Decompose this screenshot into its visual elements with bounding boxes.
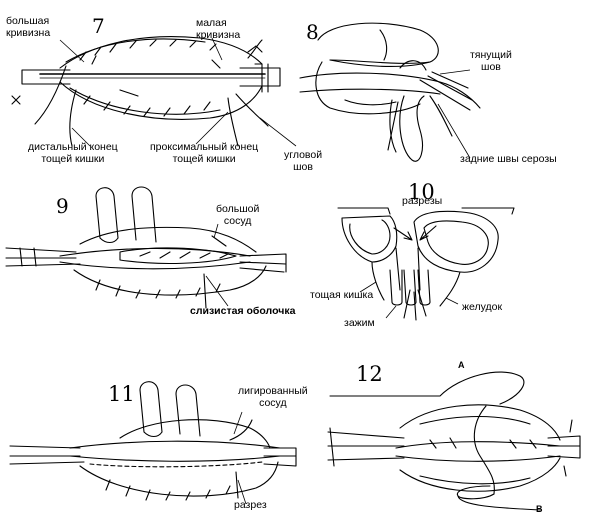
label-incision: разрез: [234, 499, 267, 511]
panel-11-drawing: [9, 381, 297, 501]
label-clamp: зажим: [344, 317, 375, 329]
label-suture-b: B: [536, 504, 543, 514]
panel-number-11: 11: [108, 382, 135, 406]
label-stomach: желудок: [462, 301, 503, 313]
panel-number-7: 7: [92, 14, 105, 38]
panel-12-drawing: [327, 371, 581, 511]
panel-8-drawing: [299, 22, 481, 162]
panel-number-9: 9: [56, 194, 69, 218]
label-posterior-serosa-sutures: задние швы серозы: [460, 153, 557, 165]
label-jejunum: тощая кишка: [310, 289, 374, 301]
panel-7-drawing: [11, 35, 281, 147]
label-mucosa: слизистая оболочка: [190, 305, 296, 317]
panel-number-12: 12: [356, 362, 383, 386]
panel-9-drawing: [5, 186, 287, 309]
label-incisions: разрезы: [402, 195, 443, 207]
panel-number-10: 10: [408, 180, 435, 204]
panel-number-8: 8: [306, 20, 319, 44]
panel-10-drawing: [337, 207, 515, 321]
label-suture-a: A: [458, 360, 465, 370]
leader-lines: [59, 37, 471, 505]
